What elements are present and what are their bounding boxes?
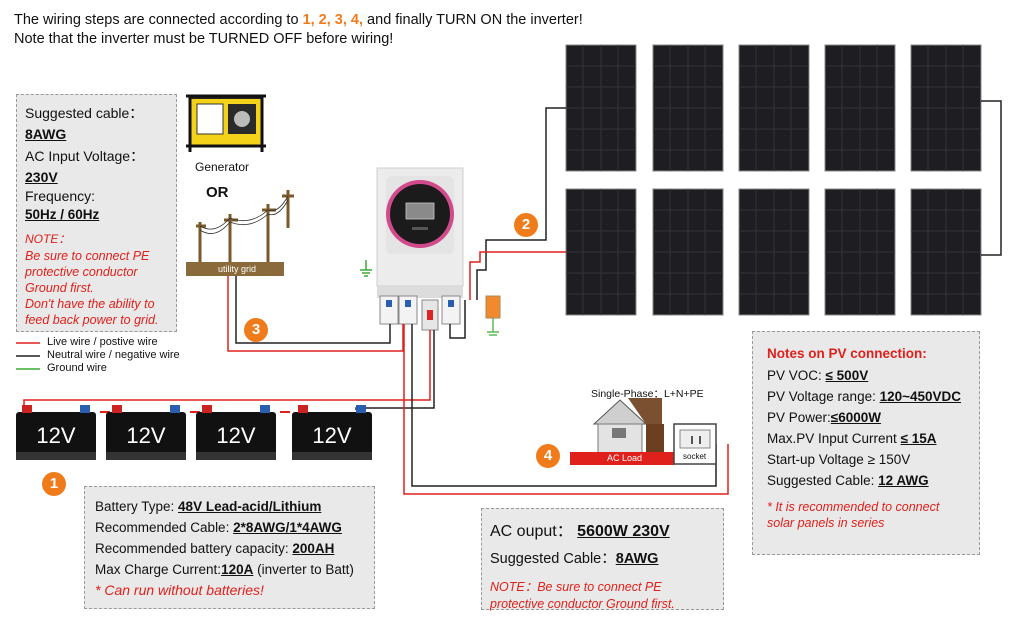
ac-input-note-line: protective conductor bbox=[25, 265, 138, 279]
battery-label: 12V bbox=[36, 423, 76, 448]
battery-negative-wire bbox=[355, 330, 435, 410]
solar-array bbox=[565, 44, 1002, 316]
step-badge-1: 1 bbox=[42, 472, 66, 496]
ac-output-cable-value: 8AWG bbox=[615, 551, 659, 567]
ac-input-voltage-value: 230V bbox=[25, 169, 58, 185]
step-badge-4: 4 bbox=[536, 444, 560, 468]
ac-input-note-line: Don't have the ability to bbox=[25, 297, 155, 311]
or-label: OR bbox=[206, 184, 229, 201]
generator-drawing bbox=[186, 94, 266, 152]
pv-voc-value: ≤ 500V bbox=[825, 368, 869, 383]
battery-panel: Battery Type: 48V Lead-acid/Lithium Reco… bbox=[84, 486, 375, 609]
step-badge-3: 3 bbox=[244, 318, 268, 342]
ac-input-cable-label: Suggested cable： bbox=[25, 105, 144, 121]
battery-type-value: 48V Lead-acid/Lithium bbox=[178, 499, 322, 514]
utility-grid-label: utility grid bbox=[218, 264, 257, 274]
ac-input-note-title: NOTE： bbox=[25, 232, 71, 246]
legend-ground: Ground wire bbox=[47, 362, 107, 374]
battery-capacity-value: 200AH bbox=[292, 541, 335, 556]
ac-output-note-line: protective conductor Ground first. bbox=[490, 597, 675, 611]
ac-output-value: 5600W 230V bbox=[577, 523, 670, 540]
pv-note-line: solar panels in series bbox=[767, 516, 885, 530]
ac-input-cable-value: 8AWG bbox=[25, 126, 67, 142]
ac-input-panel: Suggested cable： 8AWG AC Input Voltage： … bbox=[16, 94, 177, 332]
battery-bank bbox=[16, 405, 372, 460]
ac-output-neutral-wire bbox=[411, 324, 717, 487]
step-badge-2: 2 bbox=[514, 213, 538, 237]
ac-output-note-line: NOTE：Be sure to connect PE bbox=[490, 580, 662, 594]
battery-note: * Can run without batteries! bbox=[95, 582, 264, 598]
ac-input-voltage-label: AC Input Voltage： bbox=[25, 148, 145, 164]
ac-input-frequency-label: Frequency: bbox=[25, 188, 96, 204]
ac-output-live-wire bbox=[403, 324, 729, 495]
pv-cable-value: 12 AWG bbox=[878, 473, 929, 488]
pv-positive-wire bbox=[469, 251, 566, 300]
ground-symbol bbox=[360, 260, 372, 277]
step-sequence: 1, 2, 3, 4, bbox=[302, 12, 364, 28]
ac-input-note-line: feed back power to grid. bbox=[25, 313, 159, 327]
pv-panel: Notes on PV connection: PV VOC: ≤ 500V P… bbox=[752, 331, 980, 555]
header-line-1: The wiring steps are connected according… bbox=[14, 12, 583, 28]
pv-title: Notes on PV connection: bbox=[767, 346, 927, 361]
legend-neutral: Neutral wire / negative wire bbox=[47, 349, 180, 361]
pv-range-value: 120~450VDC bbox=[879, 389, 962, 404]
battery-charge-value: 120A bbox=[221, 562, 254, 577]
single-phase-label: Single-Phase：L+N+PE bbox=[591, 388, 704, 400]
pv-current-value: ≤ 15A bbox=[900, 431, 937, 446]
ac-input-note-line: Be sure to connect PE bbox=[25, 249, 150, 263]
house-drawing bbox=[570, 398, 717, 465]
utility-grid-drawing bbox=[186, 190, 294, 276]
legend-live: Live wire / postive wire bbox=[47, 336, 158, 348]
pv-note-line: * It is recommended to connect bbox=[767, 500, 940, 514]
battery-cable-value: 2*8AWG/1*4AWG bbox=[233, 520, 342, 535]
series-link-wire bbox=[981, 100, 1002, 256]
battery-label: 12V bbox=[126, 423, 166, 448]
inverter bbox=[376, 167, 464, 298]
battery-label: 12V bbox=[216, 423, 256, 448]
breakers bbox=[379, 295, 501, 336]
ac-load-label: AC Load bbox=[607, 453, 643, 463]
pv-startup: Start-up Voltage ≥ 150V bbox=[767, 452, 911, 467]
ac-input-note-line: Ground first. bbox=[25, 281, 94, 295]
pv-power-value: ≤6000W bbox=[830, 410, 881, 425]
ac-input-frequency-value: 50Hz / 60Hz bbox=[25, 207, 100, 222]
grid-live-wire bbox=[227, 276, 404, 352]
inverter-link-wire bbox=[449, 300, 466, 339]
header-line-2: Note that the inverter must be TURNED OF… bbox=[14, 31, 394, 47]
ac-output-panel: AC ouput： 5600W 230V Suggested Cable：8AW… bbox=[481, 508, 724, 611]
grid-neutral-wire bbox=[235, 276, 391, 344]
pv-negative-wire bbox=[476, 107, 566, 300]
solar-cell-grid bbox=[566, 45, 981, 315]
battery-label: 12V bbox=[312, 423, 352, 448]
generator-label: Generator bbox=[195, 160, 250, 174]
socket-label: socket bbox=[683, 452, 707, 461]
